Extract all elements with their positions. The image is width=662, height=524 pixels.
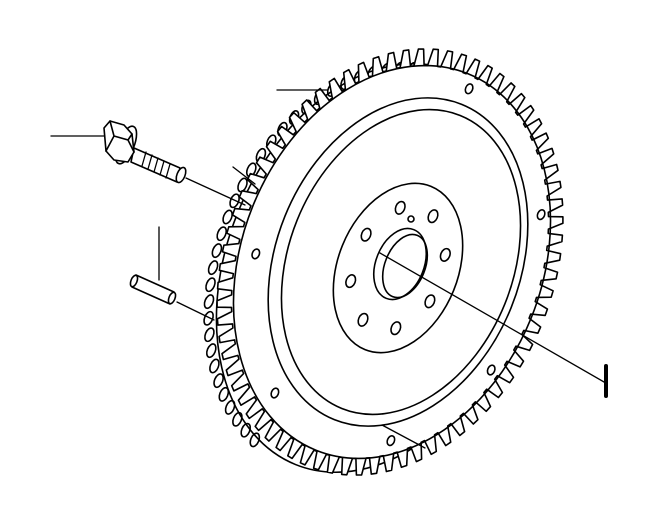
tooth-slot — [224, 399, 236, 415]
rim-mounting-hole — [536, 208, 546, 221]
tooth-slot — [205, 277, 216, 293]
hub-bolt-hole — [439, 247, 451, 262]
ring-gear-root-circle — [232, 64, 552, 460]
tooth-slot — [205, 343, 217, 359]
hub-bolt-hole — [357, 312, 369, 327]
tooth-slot — [240, 422, 252, 438]
hub-bolt-hole — [390, 321, 402, 336]
hub-bolt-hole — [424, 294, 436, 309]
rim-mounting-hole — [270, 387, 280, 399]
dowel-pin — [129, 274, 177, 305]
hub-bolt-hole — [394, 200, 406, 215]
tooth-slot — [204, 327, 215, 343]
centre-bore — [372, 227, 428, 301]
tooth-slot — [209, 358, 220, 374]
rim-mounting-hole — [464, 83, 474, 95]
tooth-slot — [222, 209, 233, 225]
flange-bolt — [103, 120, 187, 184]
bolt-axis-line — [185, 177, 246, 206]
tooth-slot — [213, 373, 224, 389]
centre-bore-back — [381, 233, 429, 299]
rim-mounting-holes — [251, 83, 546, 447]
bolt-threads — [141, 151, 171, 179]
leader-line-pin-hole — [381, 424, 426, 449]
tooth-slot — [203, 294, 215, 310]
pilot-hole — [407, 215, 415, 223]
tooth-slot — [216, 226, 228, 242]
dowel-pin-end-right — [167, 291, 177, 305]
hub-bolt-hole — [360, 227, 372, 242]
hub-bolt-hole — [345, 274, 357, 289]
rim-mounting-hole — [251, 248, 261, 260]
crank-axis-line — [379, 252, 605, 383]
leader-lines — [50, 89, 608, 449]
hub-recess — [332, 182, 464, 354]
friction-face-inner — [280, 108, 522, 416]
rim-mounting-hole — [486, 364, 496, 376]
hub-bolt-holes — [345, 200, 451, 336]
rim-mounting-hole — [386, 434, 396, 447]
dowel-pin-end-left — [129, 274, 139, 288]
hub-bolt-hole — [427, 209, 439, 224]
friction-face-outer — [267, 97, 529, 427]
tooth-slot — [207, 260, 219, 276]
flywheel — [203, 48, 564, 476]
tooth-slot — [237, 177, 248, 193]
ring-gear-teeth — [216, 48, 564, 476]
dowel-axis-line — [176, 301, 215, 321]
tooth-slot — [249, 432, 261, 448]
tooth-slot — [203, 310, 214, 326]
tooth-slot — [232, 411, 243, 427]
tooth-slot — [218, 386, 230, 402]
leader-line-ring-gear — [232, 166, 256, 185]
bolt-hex-faces — [105, 120, 135, 153]
bolt-tip — [175, 166, 187, 184]
tooth-slot — [211, 243, 223, 259]
